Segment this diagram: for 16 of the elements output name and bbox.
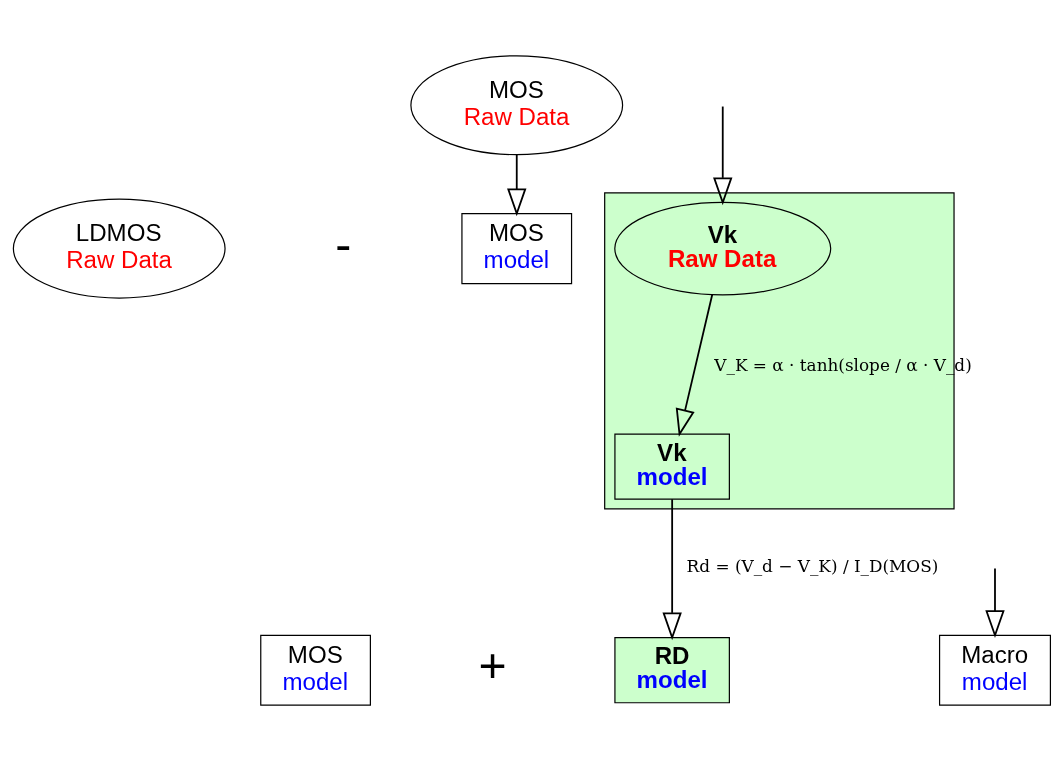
arrow	[507, 153, 527, 216]
edge-label: Rd = (V_d − V_K) / I_D(MOS)	[686, 555, 939, 576]
label: +	[478, 637, 507, 692]
node-box: MOS model	[461, 212, 573, 284]
node-box: RD model	[614, 636, 730, 703]
node-ellipse: MOS Raw Data	[410, 54, 624, 155]
node-box: Macro model	[939, 634, 1051, 706]
node-box: MOS model	[260, 634, 371, 706]
arrow	[675, 293, 714, 437]
arrow	[985, 567, 1005, 638]
arrow	[713, 105, 733, 205]
node-ellipse: Vk Raw Data	[614, 201, 832, 295]
node-ellipse: LDMOS Raw Data	[12, 198, 226, 299]
arrow	[662, 497, 682, 640]
node-box: Vk model	[614, 433, 730, 500]
label: -	[335, 216, 352, 271]
